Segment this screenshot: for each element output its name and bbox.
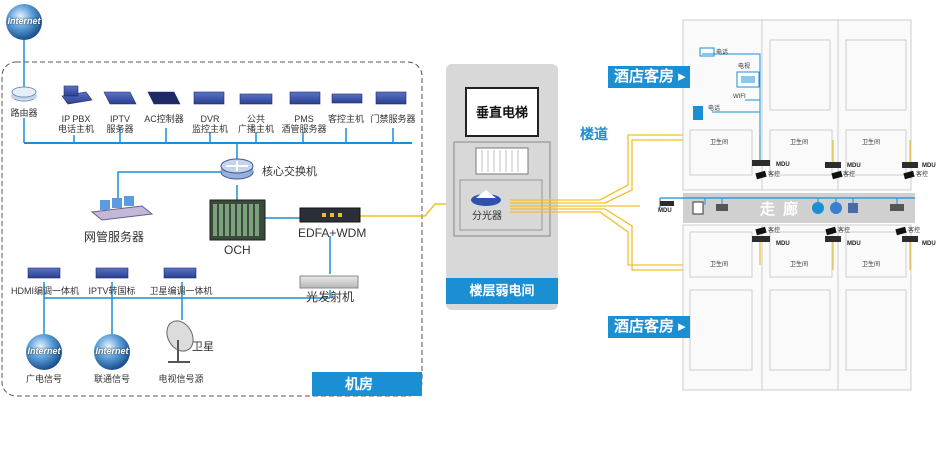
source-label-tv: 电视信号源 bbox=[158, 374, 204, 384]
guest-control-label-2: 客控 bbox=[843, 172, 856, 178]
device-label-pa: 公共 广播主机 bbox=[237, 114, 274, 134]
splitter-label: 分光器 bbox=[472, 211, 502, 222]
elevator-label: 垂直电梯 bbox=[475, 105, 528, 120]
satellite-dish-shape bbox=[166, 320, 194, 363]
phone-label: 电话 bbox=[708, 106, 721, 112]
guest-control-label-6: 客控 bbox=[908, 228, 921, 234]
mdu-label-2: MDU bbox=[847, 163, 861, 169]
internet-globe-unicom bbox=[94, 334, 130, 370]
bathroom-label-6: 卫生间 bbox=[862, 262, 881, 268]
server-room-border bbox=[1, 61, 423, 397]
mdu-label-5: MDU bbox=[847, 241, 861, 247]
core-switch-label: 核心交换机 bbox=[262, 166, 317, 178]
corridor-tag: 楼道 bbox=[580, 126, 608, 142]
edfa-label: EDFA+WDM bbox=[298, 226, 367, 240]
internet-label-unicom: Internet bbox=[95, 346, 129, 356]
och-label: OCH bbox=[224, 243, 251, 257]
bathroom-label-4: 卫生间 bbox=[710, 262, 729, 268]
mdu-label-3: MDU bbox=[922, 163, 936, 169]
guest-control-label-4: 客控 bbox=[768, 228, 781, 234]
device-label-ippbx: IP PBX 电话主机 bbox=[57, 114, 94, 134]
internet-label-top: Internet bbox=[7, 16, 41, 26]
satellite-label: 卫星 bbox=[192, 341, 214, 353]
phone-icon bbox=[693, 106, 703, 120]
bathroom-label-1: 卫生间 bbox=[710, 140, 729, 146]
device-label-access: 门禁服务器 bbox=[370, 114, 416, 124]
mdu-label-6: MDU bbox=[922, 241, 936, 247]
device-label-dvr: DVR 监控主机 bbox=[191, 114, 228, 134]
device-label-pms: PMS 酒管服务器 bbox=[281, 114, 327, 134]
bathroom-label-3: 卫生间 bbox=[862, 140, 881, 146]
internet-globe-top bbox=[6, 4, 42, 40]
bathroom-label-5: 卫生间 bbox=[790, 262, 809, 268]
room-tag-bottom: 酒店客房 ▸ bbox=[608, 316, 690, 338]
internet-label-cable: Internet bbox=[27, 346, 61, 356]
guest-control-label-5: 客控 bbox=[838, 228, 851, 234]
optical-tx-label: 光发射机 bbox=[306, 290, 355, 304]
tv-label: 电视 bbox=[738, 64, 751, 70]
mdu-label-4: MDU bbox=[776, 241, 790, 247]
device-label-guest-host: 客控主机 bbox=[327, 114, 364, 124]
nms-label: 网管服务器 bbox=[84, 230, 145, 244]
server-room-label-bg bbox=[312, 372, 422, 396]
bathroom-label-2: 卫生间 bbox=[790, 140, 809, 146]
guest-control-label-3: 客控 bbox=[916, 172, 929, 178]
mdu-label-corridor: MDU bbox=[658, 208, 672, 214]
internet-globe-cable bbox=[26, 334, 62, 370]
phone-wire-label: 电话 bbox=[716, 50, 729, 56]
weak-room-label: 楼层弱电间 bbox=[469, 283, 535, 298]
device-label-iptv: IPTV 服务器 bbox=[106, 114, 134, 134]
device-label-ac: AC控制器 bbox=[144, 114, 184, 124]
encoder-label-iptv: IPTV转国标 bbox=[88, 286, 136, 296]
encoder-label-hdmi: HDMI编调一体机 bbox=[11, 286, 79, 296]
corridor-label: 走 廊 bbox=[760, 201, 801, 218]
mdu-label-1: MDU bbox=[776, 162, 790, 168]
encoder-label-sat: 卫星编调一体机 bbox=[149, 286, 213, 296]
wifi-label: WIFI bbox=[733, 94, 746, 100]
router-label: 路由器 bbox=[10, 108, 38, 118]
source-label-unicom: 联通信号 bbox=[93, 374, 130, 384]
elevator-box bbox=[465, 87, 539, 137]
source-label-cable: 广电信号 bbox=[25, 374, 62, 384]
guest-control-label-1: 客控 bbox=[768, 172, 781, 178]
room-tag-top: 酒店客房 ▸ bbox=[608, 66, 690, 88]
server-room-label: 机房 bbox=[345, 376, 373, 392]
